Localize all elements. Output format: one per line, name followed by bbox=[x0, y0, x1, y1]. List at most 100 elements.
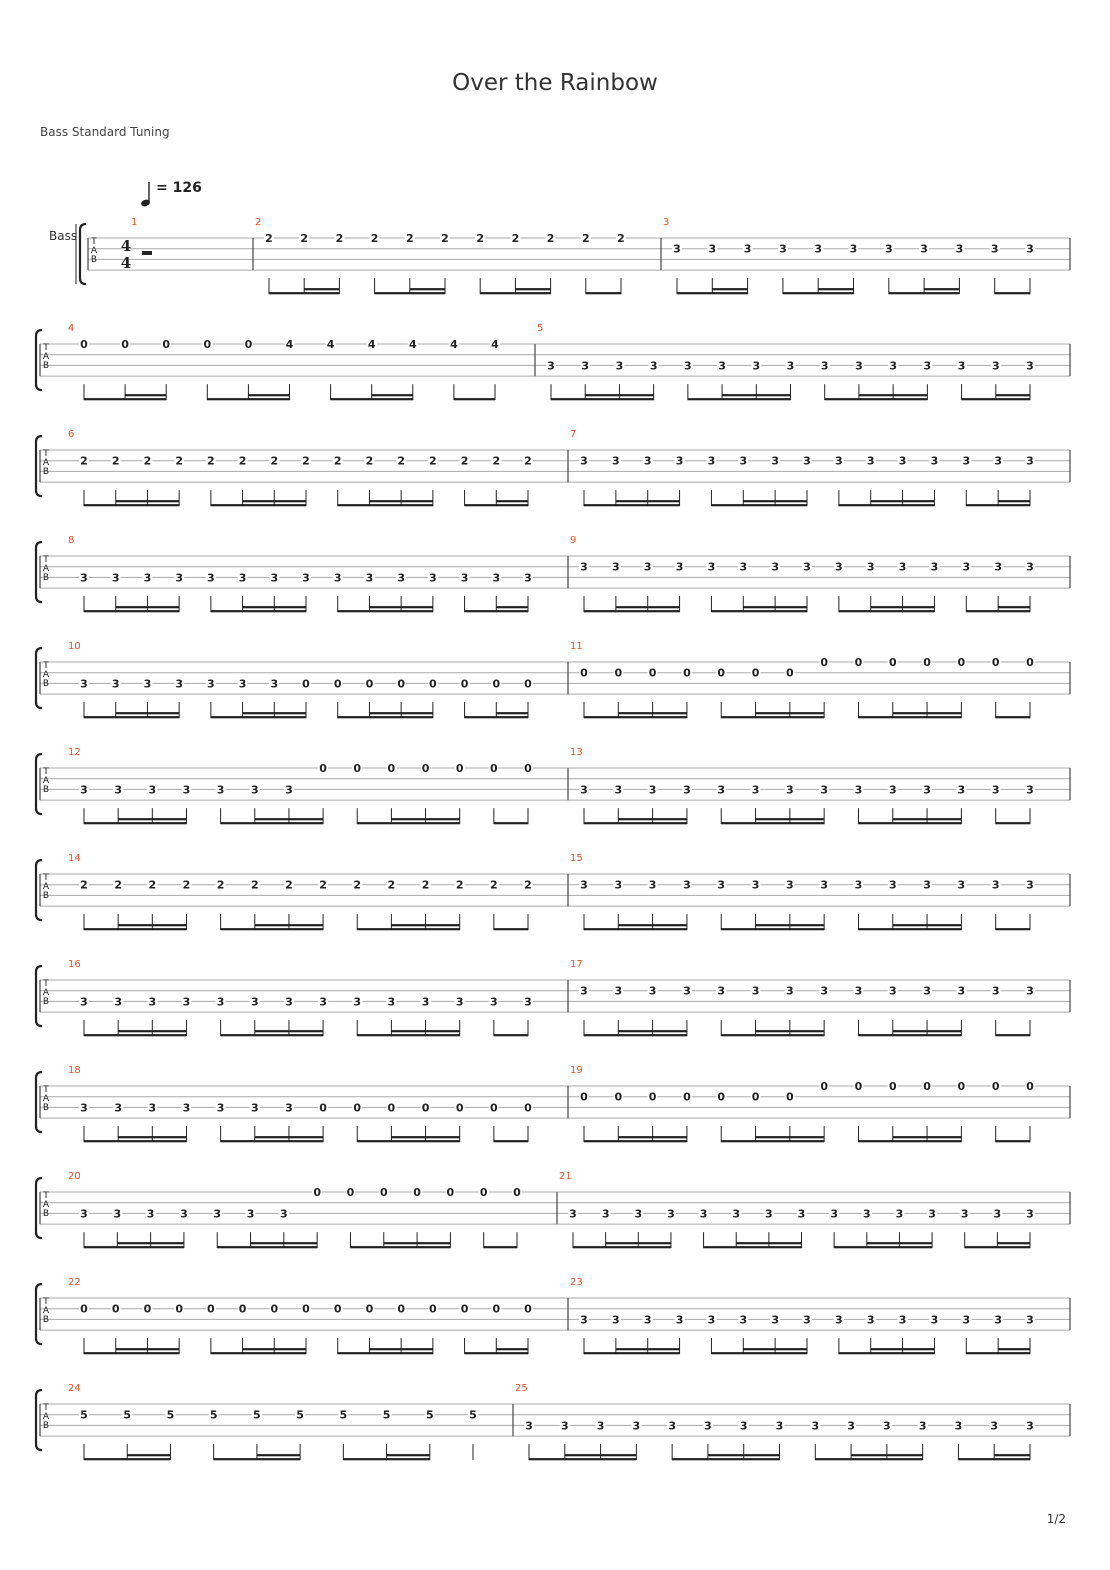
fret-number: 3 bbox=[855, 359, 863, 372]
beam bbox=[84, 1140, 187, 1143]
fret-bg bbox=[523, 1101, 533, 1114]
fret-bg bbox=[404, 232, 415, 244]
fret-bg bbox=[613, 1090, 624, 1103]
fret-bg bbox=[427, 677, 438, 690]
fret-number: 3 bbox=[207, 571, 215, 584]
fret-number: 2 bbox=[422, 879, 430, 892]
fret-number: 3 bbox=[708, 243, 716, 256]
system-bracket bbox=[34, 1176, 43, 1240]
fret-bg bbox=[318, 878, 329, 891]
fret-number: 0 bbox=[923, 656, 931, 669]
fret-number: 3 bbox=[835, 1313, 843, 1326]
fret-number: 5 bbox=[123, 1409, 131, 1422]
fret-number: 3 bbox=[867, 561, 875, 574]
fret-number: 3 bbox=[285, 1101, 293, 1114]
beam-secondary bbox=[242, 1348, 306, 1351]
beam bbox=[84, 1352, 180, 1355]
fret-bg bbox=[364, 571, 375, 584]
fret-bg bbox=[956, 878, 967, 891]
fret-number: 0 bbox=[319, 1101, 327, 1114]
fret-number: 3 bbox=[883, 1419, 891, 1432]
fret-bg bbox=[440, 232, 450, 244]
tab-clef-letter: B bbox=[43, 1103, 49, 1113]
fret-bg bbox=[113, 783, 124, 796]
fret-number: 3 bbox=[175, 677, 183, 690]
fret-number: 3 bbox=[667, 1207, 675, 1220]
beam-secondary bbox=[924, 288, 960, 291]
beam bbox=[210, 610, 306, 613]
beam bbox=[995, 928, 1030, 931]
fret-number: 0 bbox=[614, 1091, 622, 1104]
fret-number: 3 bbox=[992, 359, 1000, 372]
fret-bg bbox=[142, 454, 153, 467]
fret-number: 3 bbox=[752, 783, 760, 796]
fret-bg bbox=[956, 984, 967, 997]
beam bbox=[220, 928, 324, 931]
fret-bg bbox=[989, 242, 1000, 255]
fret-bg bbox=[352, 995, 363, 1008]
fret-number: 3 bbox=[962, 1313, 970, 1326]
fret-number: 3 bbox=[397, 571, 405, 584]
beam bbox=[838, 610, 935, 613]
fret-bg bbox=[681, 984, 692, 997]
beam bbox=[711, 1352, 807, 1355]
fret-number: 0 bbox=[992, 656, 1000, 669]
fret-number: 3 bbox=[820, 879, 828, 892]
fret-bg bbox=[633, 1207, 644, 1220]
fret-bg bbox=[454, 762, 465, 774]
fret-bg bbox=[742, 242, 753, 255]
beam bbox=[573, 1246, 671, 1249]
fret-number: 3 bbox=[302, 571, 310, 584]
measure-number: 22 bbox=[68, 1277, 81, 1288]
fret-bg bbox=[956, 359, 967, 372]
tab-clef-letter: A bbox=[43, 1412, 50, 1422]
beam bbox=[84, 928, 187, 931]
fret-number: 3 bbox=[113, 1207, 121, 1220]
fret-bg bbox=[919, 242, 930, 255]
fret-bg bbox=[883, 242, 894, 255]
fret-bg bbox=[427, 454, 438, 467]
fret-bg bbox=[424, 1408, 435, 1421]
fret-bg bbox=[312, 1186, 323, 1198]
tab-clef-letter: A bbox=[43, 1306, 50, 1316]
fret-bg bbox=[454, 878, 465, 891]
tab-clef-letter: A bbox=[43, 564, 50, 574]
fret-number: 2 bbox=[285, 879, 293, 892]
fret-number: 3 bbox=[612, 455, 620, 468]
fret-bg bbox=[922, 1080, 933, 1092]
beam bbox=[84, 398, 167, 401]
fret-bg bbox=[922, 984, 933, 997]
fret-bg bbox=[205, 1302, 216, 1315]
fret-bg bbox=[682, 359, 693, 372]
fret-number: 3 bbox=[668, 1419, 676, 1432]
beam-secondary bbox=[743, 1348, 807, 1351]
fret-bg bbox=[181, 995, 192, 1008]
tab-clef-letter: T bbox=[42, 873, 49, 883]
fret-number: 3 bbox=[366, 571, 374, 584]
fret-number: 3 bbox=[855, 879, 863, 892]
fret-number: 3 bbox=[676, 1313, 684, 1326]
fret-number: 3 bbox=[919, 1419, 927, 1432]
fret-bg bbox=[579, 666, 589, 679]
fret-bg bbox=[702, 1419, 713, 1432]
fret-bg bbox=[278, 1207, 289, 1220]
fret-number: 3 bbox=[863, 1207, 871, 1220]
beam-secondary bbox=[409, 288, 445, 291]
fret-bg bbox=[510, 232, 521, 244]
fret-bg bbox=[784, 783, 795, 796]
fret-number: 5 bbox=[210, 1409, 218, 1422]
beam-secondary bbox=[248, 394, 290, 397]
beam bbox=[672, 1458, 780, 1461]
fret-number: 3 bbox=[112, 677, 120, 690]
beam bbox=[337, 1352, 433, 1355]
fret-number: 0 bbox=[490, 762, 498, 775]
beam-secondary bbox=[755, 924, 825, 927]
beam bbox=[961, 398, 1030, 401]
fret-bg bbox=[523, 995, 533, 1008]
fret-bg bbox=[833, 1313, 844, 1326]
measure-number: 13 bbox=[570, 747, 583, 758]
fret-number: 3 bbox=[334, 571, 342, 584]
fret-number: 2 bbox=[456, 879, 464, 892]
fret-bg bbox=[174, 1302, 185, 1315]
fret-number: 3 bbox=[771, 455, 779, 468]
